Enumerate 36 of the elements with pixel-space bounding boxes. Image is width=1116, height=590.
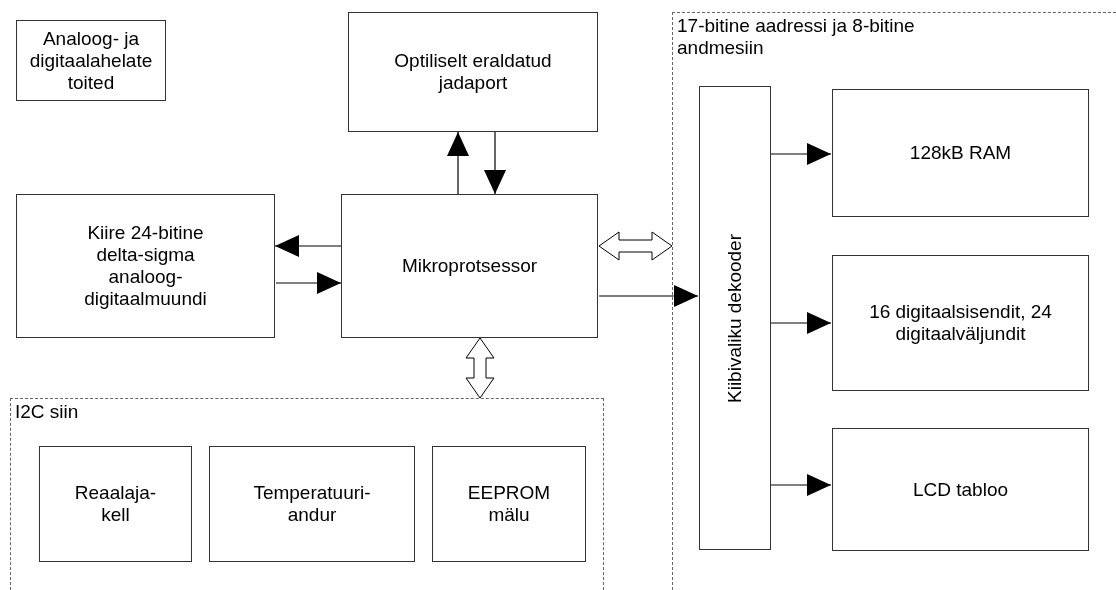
block-label: Kiire 24-bitine delta-sigma analoog-digitaalmuundi [83,222,208,310]
block-label: Optiliselt eraldatud jadaport [393,50,553,94]
arrow [275,272,342,294]
block-box [348,12,598,132]
arrow [770,474,832,496]
block-label: 16 digitaalsisendit, 24 digitaalväljundit [868,301,1053,345]
block-box [16,20,166,101]
block-label: EEPROM mälu [466,482,552,526]
block-box [39,446,192,562]
arrow [274,235,342,257]
arrow [770,143,832,165]
group-title: I2C siin [15,401,79,423]
block-box [341,194,598,338]
arrow [447,131,469,195]
bus-group-frame [672,12,1116,590]
arrow [598,285,699,307]
decoder-bar [699,86,771,550]
arrow [770,312,832,334]
block-box [16,194,275,338]
block-box [209,446,415,562]
block-label: Reaalaja-kell [73,482,158,526]
block-box [832,428,1089,551]
block-label: LCD tabloo [912,478,1009,501]
block-box [832,255,1089,391]
block-label: 128kB RAM [909,142,1012,164]
block-box [832,89,1089,217]
bus-group-frame [10,398,604,590]
block-label: Kiibivaliku dekooder [724,233,746,403]
bus-arrow [465,337,495,399]
bus-arrow [598,231,673,261]
group-title: 17-bitine aadressi ja 8-bitine andmesiin [677,15,916,59]
block-box [432,446,586,562]
arrow [484,131,506,195]
block-label: Temperatuuri-andur [252,482,372,526]
block-label: Analoog- ja digitaalahelate toited [28,27,154,94]
block-label: Mikroprotsessor [401,255,538,277]
